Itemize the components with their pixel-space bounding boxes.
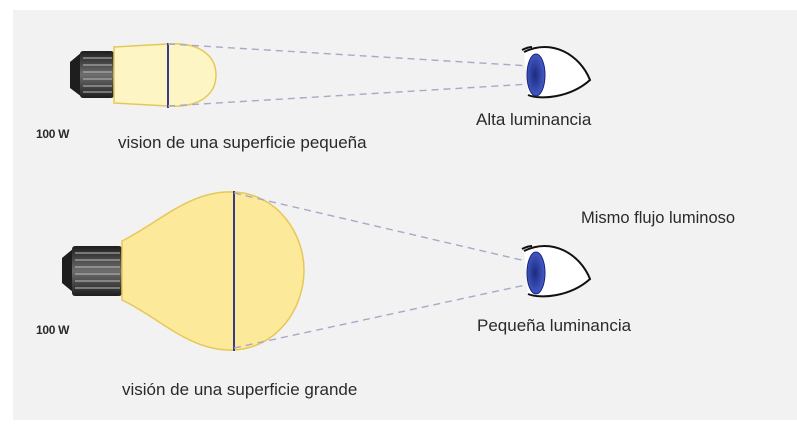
small-bulb-glass (113, 43, 217, 107)
bottom-eye-icon (521, 245, 592, 298)
large-bulb-glass (121, 191, 305, 351)
top-bulb-caption: vision de una superficie pequeña (118, 133, 367, 152)
top-bulb-power-label: 100 W (36, 127, 70, 141)
top-eye-label: Alta luminancia (476, 110, 592, 129)
top-eye-icon (521, 46, 592, 99)
large-bulb-base (62, 246, 122, 296)
bottom-eye-label: Pequeña luminancia (477, 316, 632, 335)
bottom-bulb-caption: visión de una superficie grande (122, 380, 358, 399)
small-bulb-base (70, 51, 114, 98)
bottom-bulb-power-label: 100 W (36, 323, 70, 337)
common-flux-note: Mismo flujo luminoso (581, 209, 736, 227)
small-view-cone (167, 43, 531, 107)
large-view-cone (233, 192, 531, 349)
large-bulb (62, 191, 305, 351)
small-bulb (70, 43, 217, 108)
